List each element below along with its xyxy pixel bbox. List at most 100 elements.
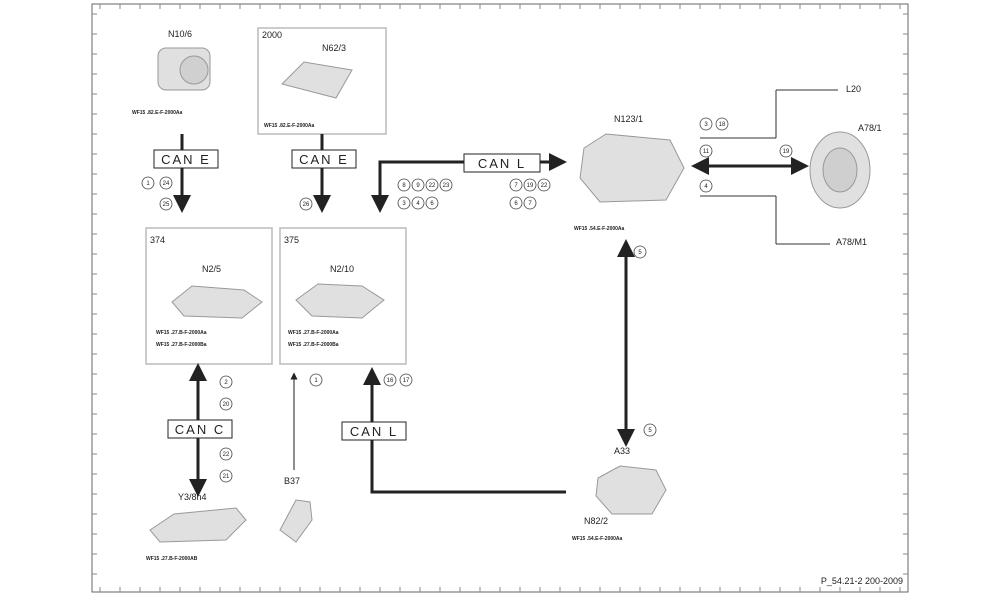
connection-badge: [699, 144, 713, 158]
component-y3-8n4: Y3/8n4 WF15 .27.B-F-2000AB: [146, 492, 247, 562]
component-y3-8n4-ref: WF15 .27.B-F-2000AB: [146, 556, 198, 562]
connection-badge: [509, 178, 523, 192]
component-n2-5-ref-1: WF15 .27.B-F-2000Aa: [156, 330, 207, 336]
section-2000-label: 2000: [262, 30, 282, 40]
component-n82-2-ref: WF15 .54.E-F-2000Aa: [572, 536, 623, 542]
component-n10-6: N10/6 WF15 .82.E-F-2000Aa: [132, 29, 211, 116]
connection-badge-number: 17: [403, 378, 410, 384]
component-n2-10-label: N2/10: [330, 264, 354, 274]
connection-badge: [779, 144, 793, 158]
connection-badge: [219, 469, 233, 483]
component-n123-1: N123/1 WF15 .54.E-F-2000Aa: [574, 114, 685, 232]
connection-badge: [219, 397, 233, 411]
component-a78-1: L20 A78/1 A78/M1: [809, 84, 882, 247]
connection-badge-number: 5: [638, 250, 642, 256]
component-l20-label: L20: [846, 84, 861, 94]
connection-badge: [425, 196, 439, 210]
connection-badge: [411, 178, 425, 192]
connection-badge: [633, 245, 647, 259]
connection-badge: [425, 178, 439, 192]
component-n2-5: N2/5 WF15 .27.B-F-2000Aa WF15 .27.B-F-20…: [156, 264, 263, 348]
connection-badge-number: 6: [430, 201, 434, 207]
connection-badge: [699, 179, 713, 193]
section-375-label: 375: [284, 235, 299, 245]
connection-badge-number: 4: [704, 184, 708, 190]
connection-badge: [411, 196, 425, 210]
connection-badge-number: 22: [541, 183, 548, 189]
can-e-left-label: CAN E: [161, 152, 211, 167]
can-l-top-label: CAN L: [478, 156, 526, 171]
connection-badge-number: 16: [387, 378, 394, 384]
component-a78-m1-label: A78/M1: [836, 237, 867, 247]
n123-a78-connections: [691, 89, 838, 245]
diagram-code: P_54.21-2 200-2009: [821, 576, 903, 586]
component-n2-10-ref-1: WF15 .27.B-F-2000Aa: [288, 330, 339, 336]
connection-badge-number: 8: [402, 183, 406, 189]
connection-badge: [397, 196, 411, 210]
connection-badge-number: 3: [402, 201, 406, 207]
component-n2-5-ref-2: WF15 .27.B-F-2000Ba: [156, 342, 207, 348]
connection-badge-number: 3: [704, 122, 708, 128]
connection-badge: [537, 178, 551, 192]
connection-badge-number: 5: [648, 428, 652, 434]
connection-badge-number: 7: [514, 183, 518, 189]
can-c-label: CAN C: [175, 422, 225, 437]
connection-badge: [141, 176, 155, 190]
can-c-connection: CAN C: [167, 363, 233, 497]
connection-badge-number: 26: [303, 202, 310, 208]
connection-badge: [523, 178, 537, 192]
can-e-left-connection: CAN E: [153, 134, 219, 213]
connection-badge-number: 22: [429, 183, 436, 189]
connection-badge: [159, 197, 173, 211]
component-y3-8n4-label: Y3/8n4: [178, 492, 207, 502]
component-n62-3-ref: WF15 .82.E-F-2000Aa: [264, 123, 315, 129]
connection-badge-number: 20: [223, 402, 230, 408]
connection-badge-number: 9: [416, 183, 420, 189]
connection-badge: [509, 196, 523, 210]
connection-badge: [523, 196, 537, 210]
component-n82-2-label: N82/2: [584, 516, 608, 526]
can-e-mid-label: CAN E: [299, 152, 349, 167]
diagram-frame: [91, 3, 909, 593]
connection-badge: [643, 423, 657, 437]
connection-badge: [299, 197, 313, 211]
component-n10-6-ref: WF15 .82.E-F-2000Aa: [132, 110, 183, 116]
connection-badge-number: 24: [163, 181, 170, 187]
connection-badge-number: 1: [314, 378, 318, 384]
can-l-bottom-connection: CAN L: [341, 367, 566, 494]
connection-badge-number: 19: [783, 149, 790, 155]
connection-badge-number: 7: [528, 201, 532, 207]
component-n123-1-ref: WF15 .54.E-F-2000Aa: [574, 226, 625, 232]
component-a33: A33 N82/2 WF15 .54.E-F-2000Aa: [572, 446, 667, 542]
connection-badge-number: 22: [223, 452, 230, 458]
component-n123-1-label: N123/1: [614, 114, 643, 124]
connection-badge-number: 6: [514, 201, 518, 207]
can-l-top-connection: CAN L: [371, 153, 567, 213]
connection-badge: [159, 176, 173, 190]
connection-badge-number: 25: [163, 202, 170, 208]
connection-badge-number: 1: [146, 181, 150, 187]
component-a78-1-label: A78/1: [858, 123, 882, 133]
connection-badge: [219, 447, 233, 461]
connection-badge-number: 19: [527, 183, 534, 189]
connection-badge: [715, 117, 729, 131]
can-l-bottom-label: CAN L: [350, 424, 398, 439]
connection-badge-number: 23: [443, 183, 450, 189]
component-a33-label: A33: [614, 446, 630, 456]
component-b37: B37: [279, 476, 313, 543]
connection-badge: [383, 373, 397, 387]
connection-badge-number: 21: [223, 474, 230, 480]
connection-badge-number: 11: [703, 149, 710, 155]
section-374-label: 374: [150, 235, 165, 245]
component-n10-6-label: N10/6: [168, 29, 192, 39]
connection-badge: [439, 178, 453, 192]
connection-badge: [399, 373, 413, 387]
component-n2-10-ref-2: WF15 .27.B-F-2000Ba: [288, 342, 339, 348]
connection-badge: [699, 117, 713, 131]
component-n2-5-label: N2/5: [202, 264, 221, 274]
connection-badge-number: 18: [719, 122, 726, 128]
connection-badge: [309, 373, 323, 387]
component-n62-3: N62/3 WF15 .82.E-F-2000Aa: [264, 43, 353, 129]
